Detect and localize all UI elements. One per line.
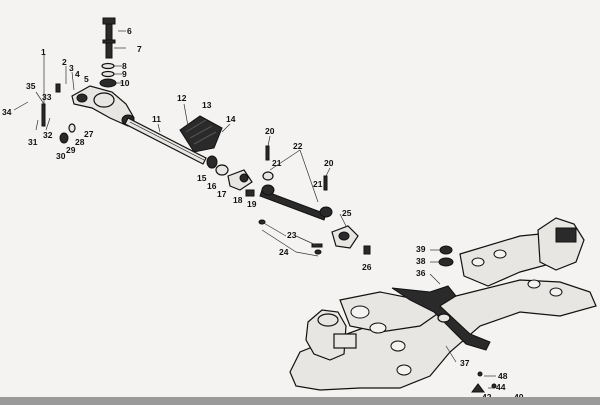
callout-27: 27: [84, 129, 94, 139]
leader-lines: [13, 30, 496, 389]
bottom-bar: [0, 397, 600, 405]
callout-24: 24: [279, 247, 289, 257]
callout-30: 30: [56, 151, 66, 161]
callout-8: 8: [122, 61, 127, 71]
callout-38: 38: [416, 256, 426, 266]
callout-10: 10: [120, 78, 130, 88]
callout-20-right: 20: [324, 158, 334, 168]
callout-36: 36: [416, 268, 426, 278]
callout-31: 31: [28, 137, 38, 147]
boot-clamp: [206, 155, 229, 176]
upper-bracket: [459, 217, 585, 297]
callout-29: 29: [66, 145, 76, 155]
callout-35: 35: [26, 81, 36, 91]
callout-2: 2: [62, 57, 67, 67]
left-end-parts: [41, 83, 76, 144]
callout-44: 44: [496, 382, 506, 392]
inner-joint: [227, 169, 255, 197]
nut: [363, 245, 371, 255]
callout-34: 34: [2, 107, 12, 117]
callout-19: 19: [247, 199, 257, 209]
callout-4: 4: [75, 69, 80, 79]
callout-33: 33: [42, 92, 52, 102]
callout-22: 22: [293, 141, 303, 151]
rack-boot: [179, 115, 223, 153]
callout-16: 16: [207, 181, 217, 191]
callout-17: 17: [217, 189, 227, 199]
bolts: [265, 145, 328, 191]
rack-tube: [124, 117, 207, 165]
callout-13: 13: [202, 100, 212, 110]
callout-6: 6: [127, 26, 132, 36]
callout-12: 12: [177, 93, 187, 103]
callout-18: 18: [233, 195, 243, 205]
callout-32: 32: [43, 130, 53, 140]
callout-37: 37: [460, 358, 470, 368]
rack-housing: [71, 85, 135, 127]
strut-arm: [391, 285, 491, 351]
callout-11: 11: [152, 114, 161, 124]
callout-26: 26: [362, 262, 372, 272]
hardware-bottom: [471, 371, 497, 393]
pinion-shaft: [102, 17, 116, 59]
callout-5: 5: [84, 74, 89, 84]
callout-15: 15: [197, 173, 207, 183]
bushings: [438, 245, 454, 267]
callout-7: 7: [137, 44, 142, 54]
callout-3: 3: [69, 63, 74, 73]
callout-21-right: 21: [313, 179, 323, 189]
callout-9: 9: [122, 69, 127, 79]
callout-20-left: 20: [265, 126, 275, 136]
callout-14: 14: [226, 114, 236, 124]
callout-21-left: 21: [272, 158, 282, 168]
callout-1: 1: [41, 47, 46, 57]
tie-rod: [259, 171, 333, 221]
callout-48: 48: [498, 371, 508, 381]
washer-stack: [99, 62, 117, 88]
callout-23: 23: [287, 230, 297, 240]
callout-28: 28: [75, 137, 85, 147]
outer-joint: [331, 225, 359, 249]
callout-25: 25: [342, 208, 352, 218]
callout-39: 39: [416, 244, 426, 254]
